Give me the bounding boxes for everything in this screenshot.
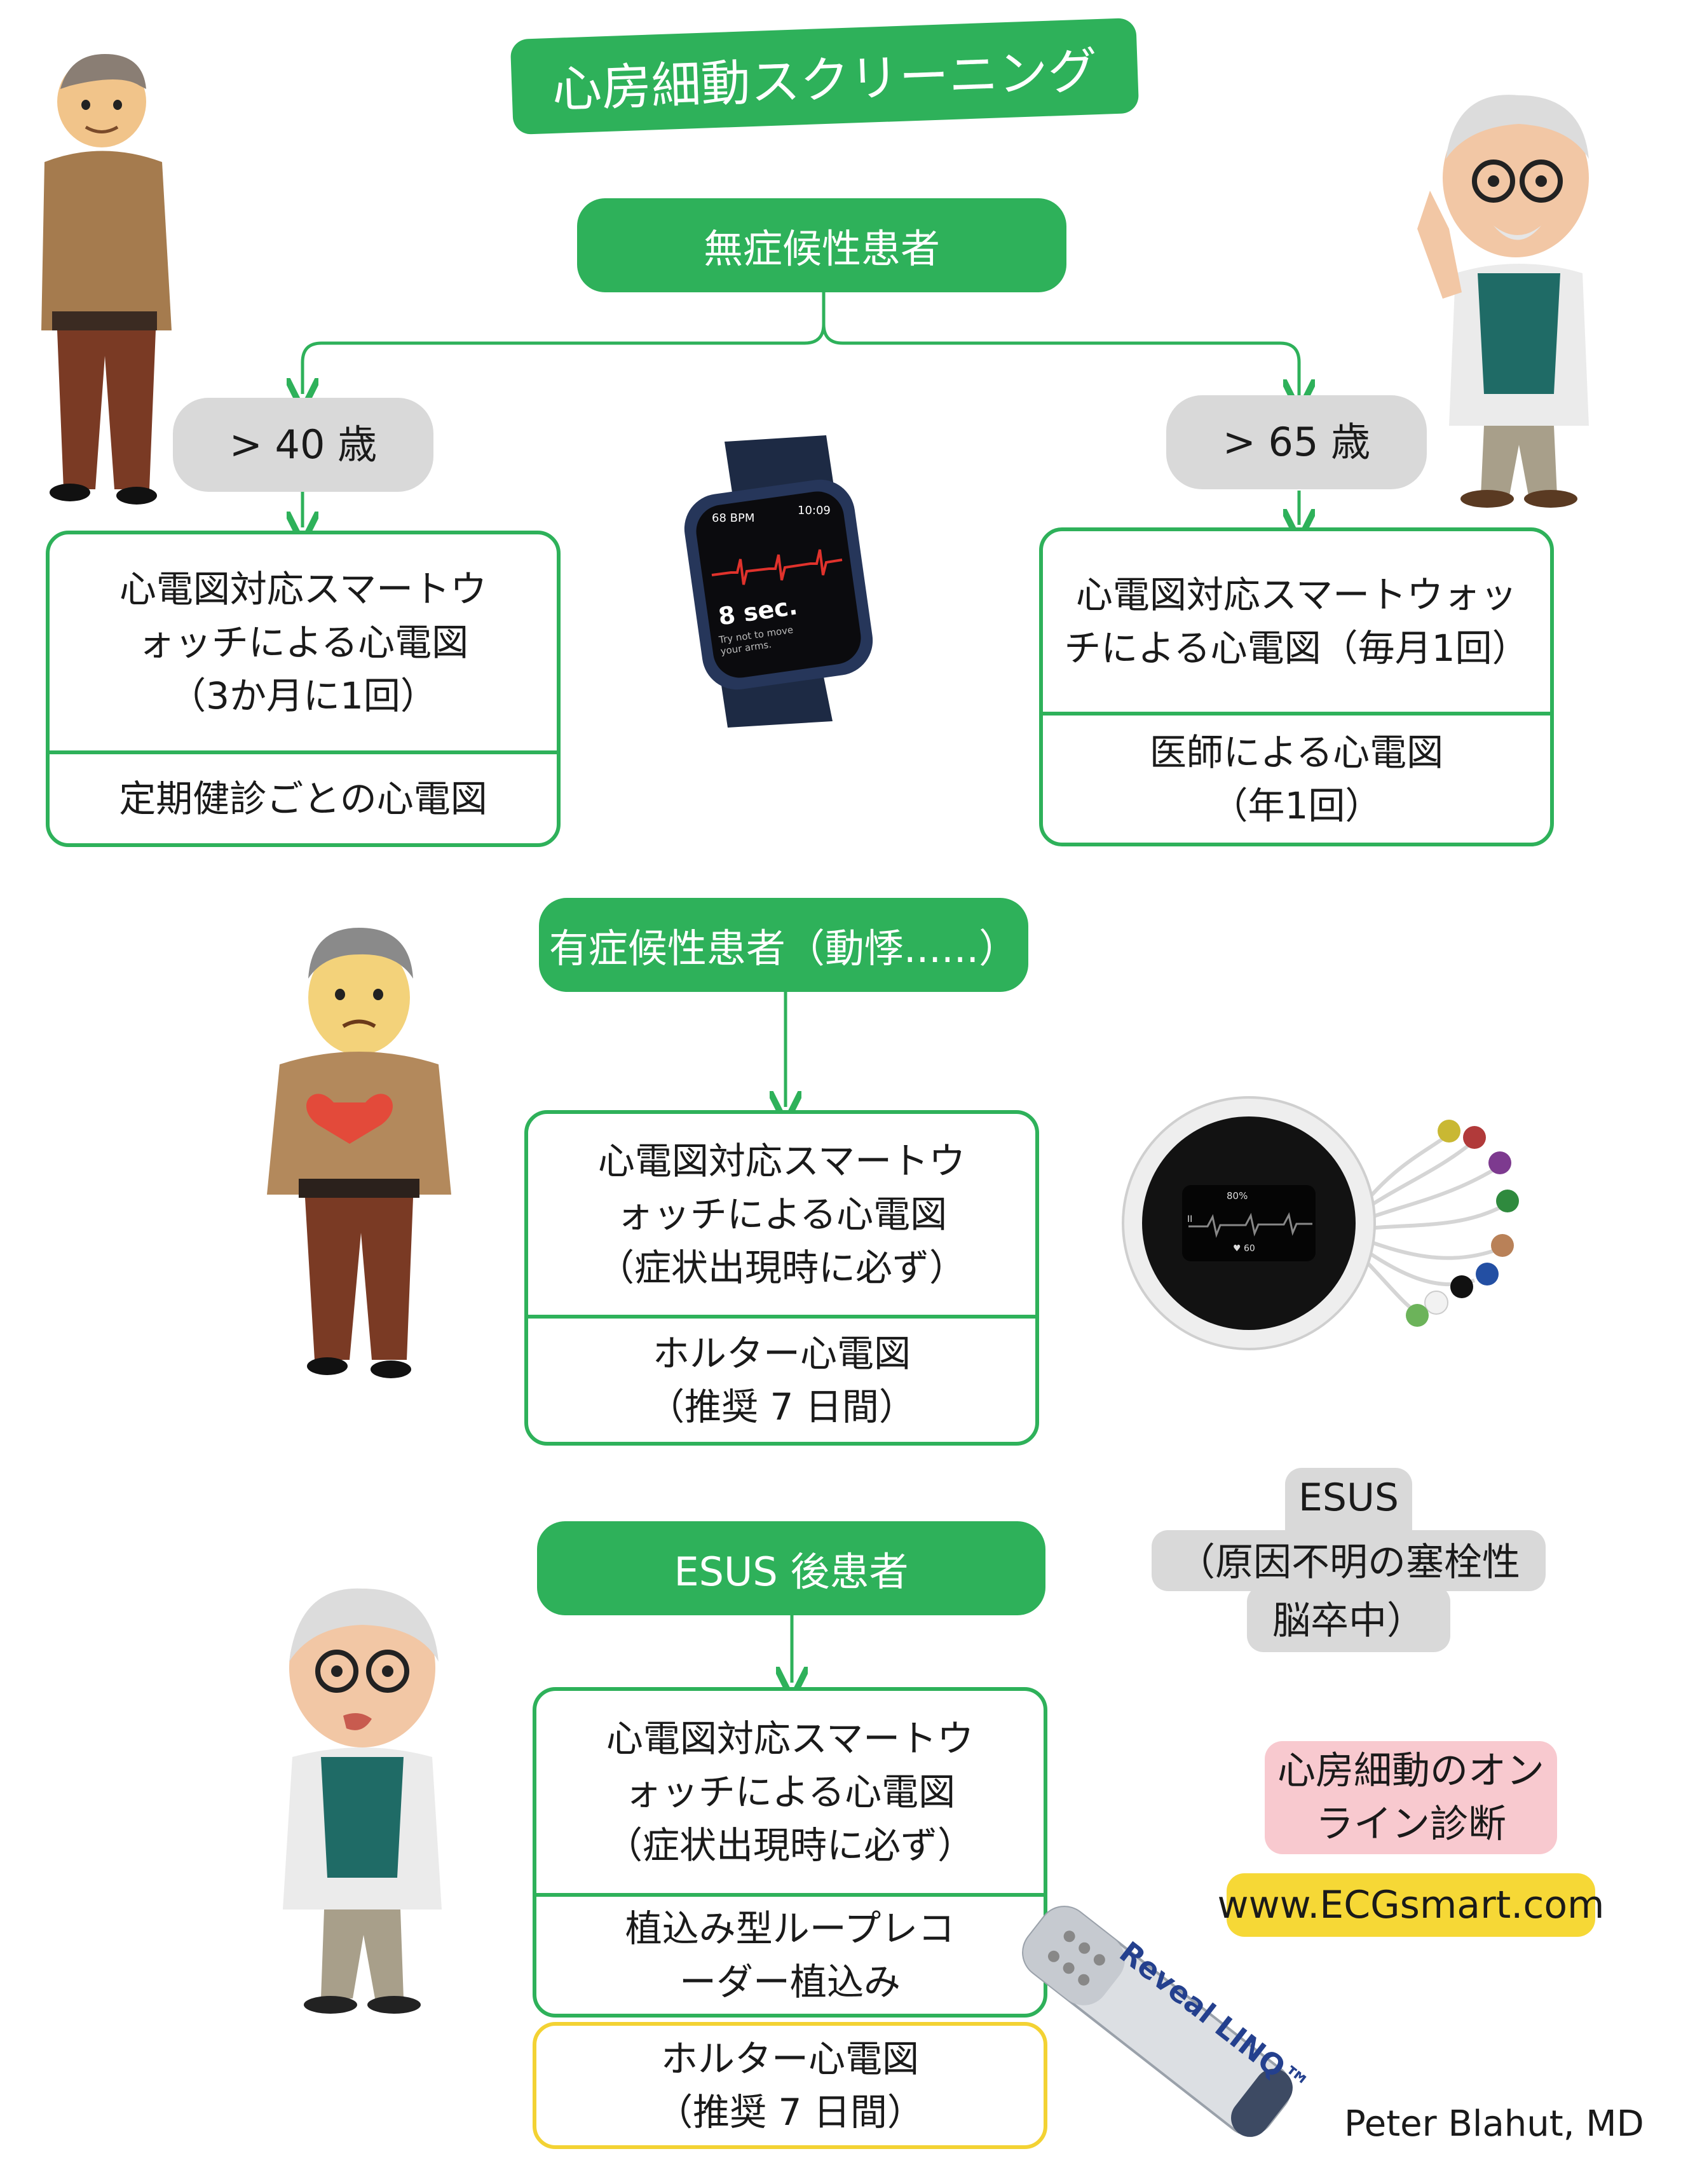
right-watch-ecg-text: 心電図対応スマートウォッ チによる心電図（毎月1回）: [1064, 573, 1529, 670]
middle-aged-man-illustration: [25, 51, 184, 515]
esus-pill: ESUS 後患者: [537, 1521, 1045, 1615]
esus-definition-line3: 脳卒中）: [1272, 1599, 1425, 1643]
author-credit: Peter Blahut, MD: [1344, 2103, 1644, 2145]
holter-hr: ♥ 60: [1233, 1244, 1255, 1254]
watch-bpm: 68 BPM: [712, 512, 755, 525]
symptomatic-box: 心電図対応スマートウ ォッチによる心電図 （症状出現時に必ず） ホルター心電図 …: [524, 1110, 1039, 1446]
online-diagnosis-label: 心房細動のオン ライン診断: [1265, 1741, 1557, 1854]
esus-definition-line1: ESUS: [1298, 1475, 1399, 1520]
age-40-pill: > 40 歳: [173, 398, 433, 492]
symptomatic-holter-text: ホルター心電図 （推奨 7 日間）: [528, 1315, 1035, 1442]
reveal-linq-image: Reveal LINQ™: [998, 1894, 1316, 2148]
symptomatic-watch-ecg-text: 心電図対応スマートウ ォッチによる心電図 （症状出現時に必ず）: [597, 1139, 966, 1290]
ecgsmart-url[interactable]: www.ECGsmart.com: [1218, 1873, 1604, 1937]
esus-box: 心電図対応スマートウ ォッチによる心電図 （症状出現時に必ず） 植込み型ループレ…: [533, 1687, 1047, 2018]
holter-monitor-image: 80% II ♥ 60: [1119, 1090, 1525, 1357]
symptomatic-man-illustration: [254, 915, 464, 1404]
asymptomatic-pill: 無症候性患者: [577, 198, 1066, 292]
smartwatch-image: 68 BPM 10:09 8 sec. Try not to move your…: [674, 423, 877, 740]
left-checkup-ecg-text: 定期健診ごとの心電図: [50, 750, 557, 843]
right-doctor-ecg-text: 医師による心電図 （年1回）: [1043, 712, 1550, 843]
esus-definition: ESUS （原因不明の塞栓性 脳卒中）: [1152, 1468, 1546, 1652]
esus-elderly-man-illustration: [261, 1566, 464, 2024]
left-watch-ecg-text: 心電図対応スマートウ ォッチによる心電図 （3か月に1回）: [119, 567, 487, 718]
watch-time: 10:09: [798, 504, 831, 517]
age-65-pill: > 65 歳: [1166, 395, 1427, 489]
symptomatic-pill: 有症候性患者（動悸......）: [539, 898, 1028, 992]
holter-lead: II: [1187, 1214, 1193, 1224]
esus-definition-line2: （原因不明の塞栓性: [1177, 1540, 1520, 1585]
elderly-man-thumbs-up-illustration: [1392, 64, 1608, 515]
holter-battery: 80%: [1227, 1190, 1248, 1202]
esus-loop-recorder-text: 植込み型ループレコ ーダー植込み: [536, 1893, 1044, 2014]
left-screening-box: 心電図対応スマートウ ォッチによる心電図 （3か月に1回） 定期健診ごとの心電図: [46, 531, 561, 847]
esus-holter-box: ホルター心電図 （推奨 7 日間）: [533, 2022, 1047, 2149]
right-screening-box: 心電図対応スマートウォッ チによる心電図（毎月1回） 医師による心電図 （年1回…: [1039, 527, 1554, 846]
esus-watch-ecg-text: 心電図対応スマートウ ォッチによる心電図 （症状出現時に必ず）: [605, 1716, 974, 1868]
